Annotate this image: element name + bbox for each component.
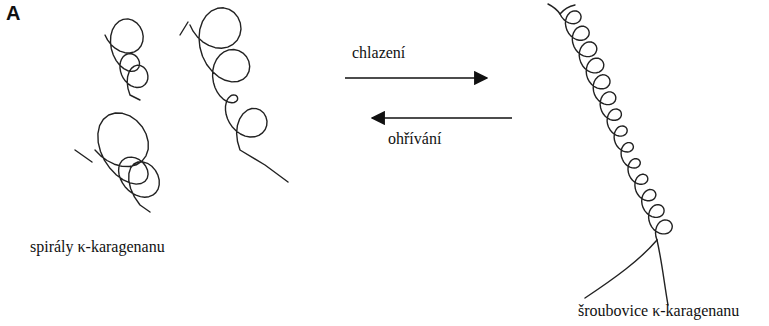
illustration-caption: spirály κ-karagenanu — [30, 238, 165, 256]
helix-tail — [548, 4, 575, 14]
helix-tail — [657, 240, 668, 305]
random-coil — [105, 19, 148, 100]
helix-tail — [585, 240, 657, 298]
process-label: ohřívání — [388, 130, 441, 148]
panel-letter: A — [6, 2, 20, 25]
random-coil — [180, 8, 288, 182]
random-coil — [75, 113, 159, 212]
illustration-caption: šroubovice κ-karagenanu — [578, 302, 739, 320]
process-label: chlazení — [352, 44, 405, 62]
helix — [560, 11, 672, 240]
heating-arrow — [372, 117, 512, 119]
cooling-arrow — [345, 77, 487, 79]
